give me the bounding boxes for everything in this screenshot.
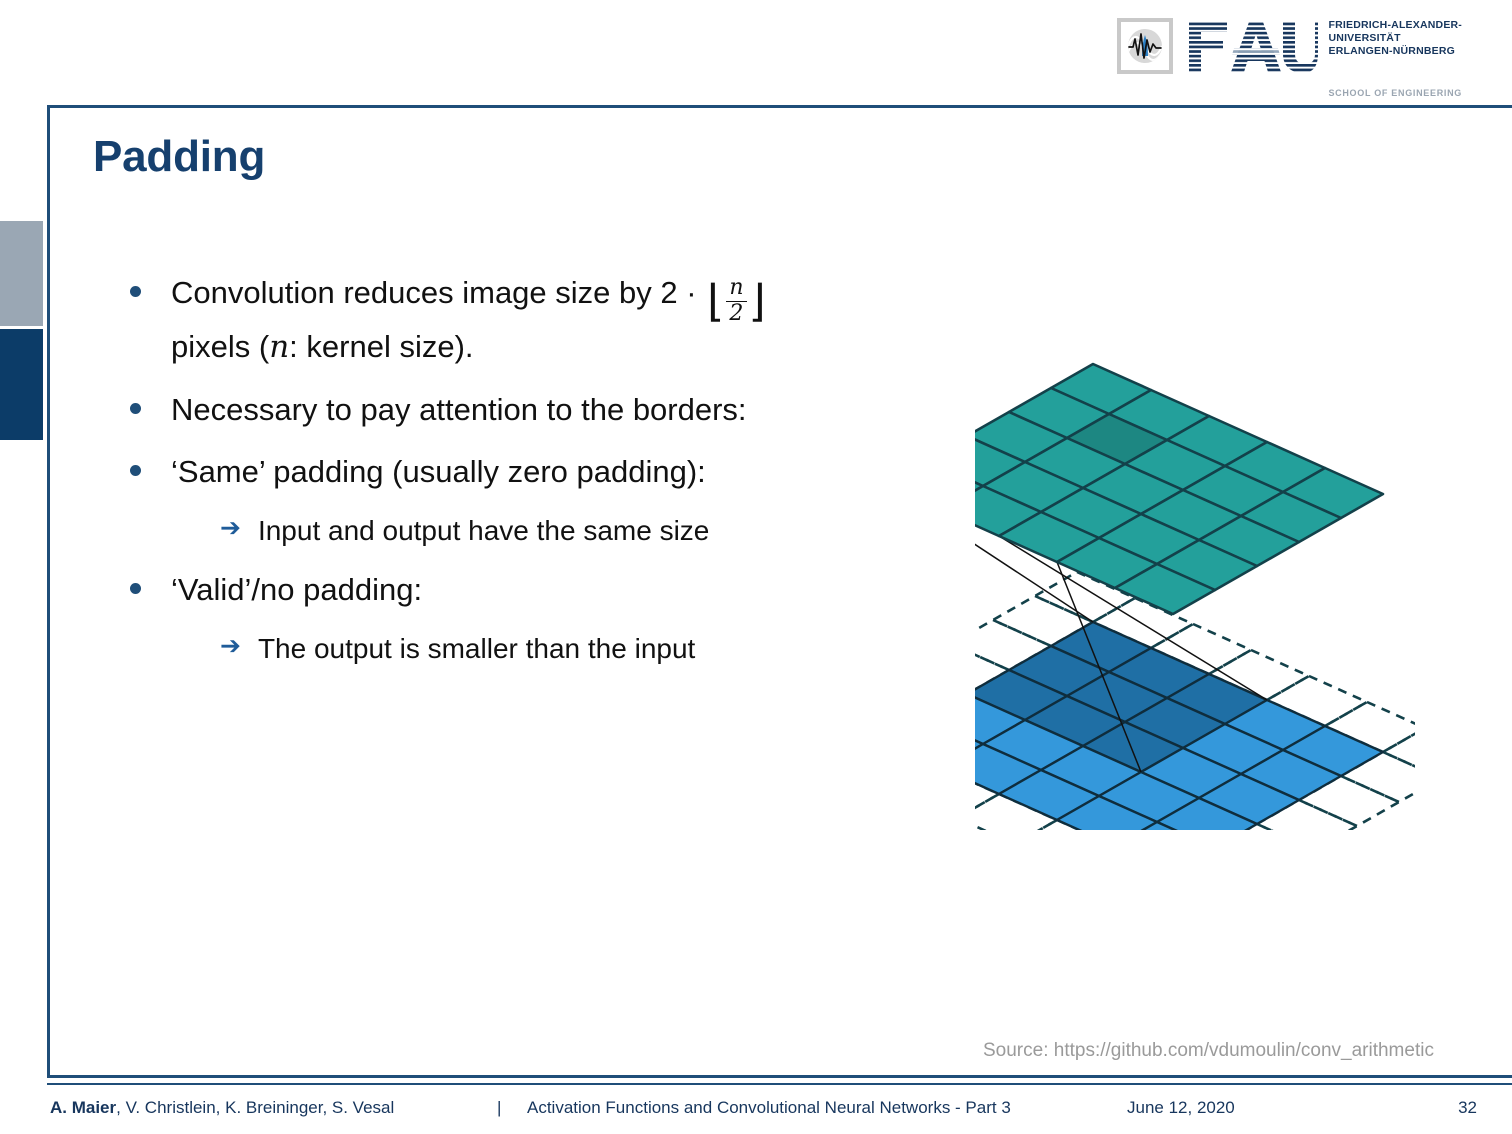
accent-bar-blue [0, 329, 43, 440]
waveform-logo-icon [1116, 18, 1173, 74]
fraction-denominator: 2 [729, 301, 744, 327]
footer-divider [47, 1083, 1512, 1085]
accent-bar-grey [0, 221, 43, 326]
fau-school-label: SCHOOL OF ENGINEERING [1328, 88, 1462, 98]
footer-date: June 12, 2020 [1127, 1098, 1235, 1117]
source-note: Source: https://github.com/vdumoulin/con… [983, 1040, 1434, 1061]
bullet-text-line2-before: pixels ( [171, 329, 270, 365]
bullet-item-same-padding: ‘Same’ padding (usually zero padding): [130, 451, 930, 493]
bullet-dot-icon [130, 286, 141, 297]
bullet-list: Convolution reduces image size by 2 · ⌊n… [130, 272, 930, 687]
bullet-item-valid-padding: ‘Valid’/no padding: [130, 569, 930, 611]
floor-bracket-right-icon: ⌋ [748, 276, 766, 328]
sub-bullet-item-same-size: ➔ Input and output have the same size [220, 513, 930, 549]
bullet-text-line2-italic: n [269, 329, 290, 366]
floor-bracket-left-icon: ⌊ [707, 276, 725, 328]
footer-separator: | [497, 1098, 502, 1117]
bullet-dot-icon [130, 403, 141, 415]
bullet-text-before: Convolution reduces image size by 2 · [171, 275, 706, 310]
page-title: Padding [93, 132, 266, 181]
bullet-text: ‘Same’ padding (usually zero padding): [171, 453, 706, 489]
bullet-text: Convolution reduces image size by 2 · ⌊n… [171, 272, 768, 369]
footer-author-lead: A. Maier [50, 1098, 117, 1117]
bullet-dot-icon [130, 464, 141, 476]
footer-page-number: 32 [1458, 1098, 1477, 1117]
arrow-right-icon: ➔ [220, 513, 241, 542]
footer-author-rest: , V. Christlein, K. Breininger, S. Vesal [116, 1098, 395, 1117]
sub-bullet-text: The output is smaller than the input [257, 633, 696, 664]
bullet-item-convolution-reduces: Convolution reduces image size by 2 · ⌊n… [130, 272, 930, 369]
sub-bullet-item-smaller-output: ➔ The output is smaller than the input [220, 631, 930, 667]
sub-bullet-text: Input and output have the same size [257, 514, 710, 546]
footer-course-title: Activation Functions and Convolutional N… [527, 1098, 1011, 1117]
slide-frame [47, 105, 1512, 1078]
bullet-text: ‘Valid’/no padding: [171, 572, 423, 608]
bullet-text-line2-after: : kernel size). [289, 329, 474, 365]
fraction-numerator: n [726, 277, 747, 303]
bullet-dot-icon [130, 583, 141, 595]
footer-authors: A. Maier, V. Christlein, K. Breininger, … [50, 1098, 394, 1118]
bullet-text: Necessary to pay attention to the border… [171, 392, 747, 428]
footer: A. Maier, V. Christlein, K. Breininger, … [50, 1096, 1495, 1126]
arrow-right-icon: ➔ [220, 632, 241, 660]
fau-letters-icon [1187, 18, 1319, 81]
convolution-padding-diagram [780, 330, 1486, 924]
bullet-item-borders: Necessary to pay attention to the border… [130, 389, 930, 431]
